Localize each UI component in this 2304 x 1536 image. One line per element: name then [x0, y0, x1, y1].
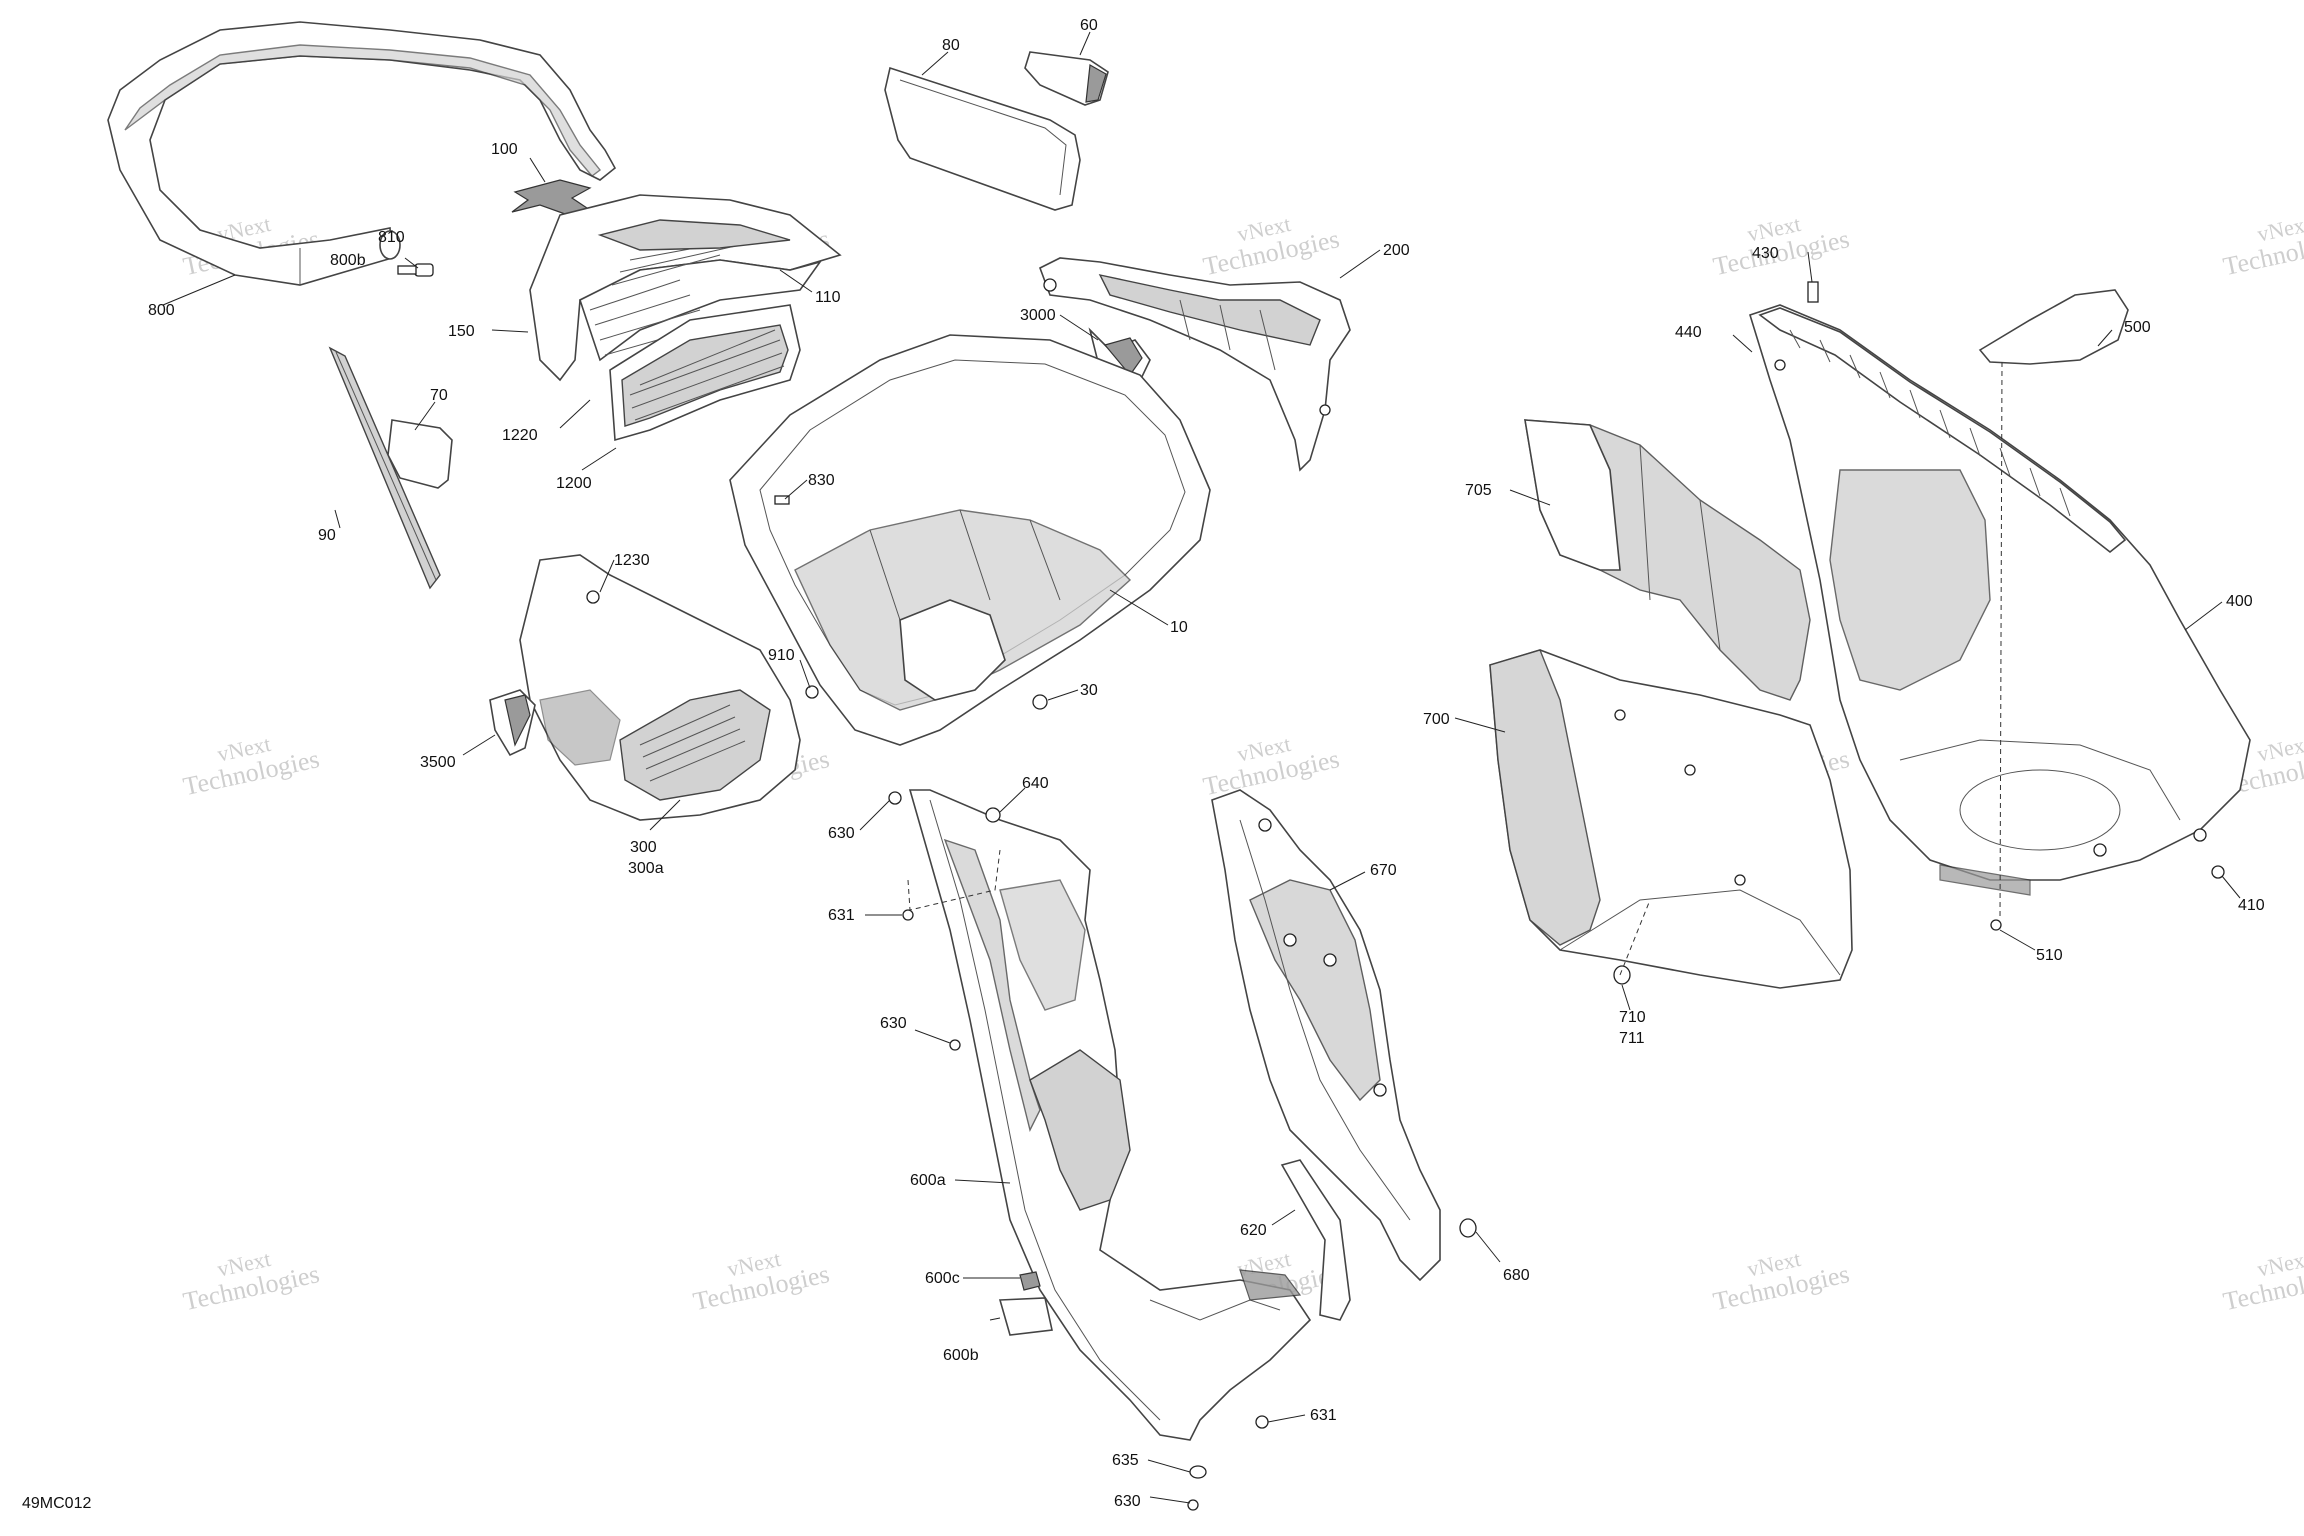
part-640-clip [985, 807, 1001, 823]
callout-631: 631 [1310, 1407, 1337, 1424]
part-60-cover [1024, 51, 1109, 106]
watermark-stamp: vNext Technologies [1201, 211, 1342, 281]
callout-800b: 800b [330, 252, 366, 269]
callout-670: 670 [1370, 862, 1397, 879]
callout-100: 100 [491, 141, 518, 158]
part-510-fastener [1990, 919, 2002, 931]
callout-300a: 300a [628, 860, 664, 877]
callout-400: 400 [2226, 593, 2253, 610]
callout-110: 110 [815, 289, 841, 306]
callout-830: 830 [808, 472, 835, 489]
part-635-washer [1189, 1465, 1207, 1479]
part-630-screw [888, 791, 902, 805]
part-200-dash-bracket [1039, 257, 1351, 472]
part-1200-grille-insert [609, 304, 801, 442]
callout-300: 300 [630, 839, 657, 856]
fastener-set-side-panels [888, 791, 1477, 1511]
part-631-screw [902, 909, 914, 921]
callout-630: 630 [880, 1015, 907, 1032]
alignment-lines [907, 361, 2003, 976]
watermark-stamp: vNext Technologies [181, 1246, 322, 1316]
callout-600a: 600a [910, 1172, 946, 1189]
part-300-lower-fascia [519, 554, 819, 821]
callout-10: 10 [1170, 619, 1188, 636]
callout-631: 631 [828, 907, 855, 924]
callout-705: 705 [1465, 482, 1492, 499]
part-600a-left-side-panel [908, 789, 1312, 1441]
part-500-cover-plate [1978, 289, 2129, 365]
callout-700: 700 [1423, 711, 1450, 728]
callout-600b: 600b [943, 1347, 979, 1364]
callout-1200: 1200 [556, 475, 592, 492]
callout-711: 711 [1619, 1030, 1645, 1047]
callout-630: 630 [1114, 1493, 1141, 1510]
callout-620: 620 [1240, 1222, 1267, 1239]
part-710-clip [1613, 965, 1631, 985]
callout-810: 810 [378, 229, 405, 246]
part-705-panel [1524, 419, 1811, 701]
watermark-stamp: vNext Technologies [1201, 731, 1342, 801]
watermark-stamp: vNext Technologies [1711, 211, 1852, 281]
callout-600c: 600c [925, 1270, 960, 1287]
callout-200: 200 [1383, 242, 1410, 259]
part-30-fastener [1032, 694, 1048, 710]
watermark-stamp: vNext Technologies [1711, 1246, 1852, 1316]
callout-70: 70 [430, 387, 448, 404]
part-600b-cover [998, 1297, 1053, 1336]
diagram-code: 49MC012 [22, 1495, 91, 1512]
callout-150: 150 [448, 323, 475, 340]
part-10-storage-bin [729, 334, 1211, 746]
callout-30: 30 [1080, 682, 1098, 699]
part-910-fastener [805, 685, 819, 699]
callout-500: 500 [2124, 319, 2151, 336]
callout-440: 440 [1675, 324, 1702, 341]
part-631-screw [1255, 1415, 1269, 1429]
part-410-fastener [2211, 865, 2225, 879]
leader-lines [162, 31, 2241, 1504]
callout-680: 680 [1503, 1267, 1530, 1284]
callout-800: 800 [148, 302, 175, 319]
callout-80: 80 [942, 37, 960, 54]
callout-910: 910 [768, 647, 795, 664]
part-440-fastener [1774, 359, 1786, 371]
part-620-strip [1280, 1159, 1351, 1321]
callout-60: 60 [1080, 17, 1098, 34]
callout-430: 430 [1752, 245, 1779, 262]
callout-1230: 1230 [614, 552, 650, 569]
callout-640: 640 [1022, 775, 1049, 792]
part-600c-clip [1019, 1271, 1041, 1291]
part-100-x-emblem [511, 179, 592, 215]
callout-630: 630 [828, 825, 855, 842]
part-3500-bracket [489, 689, 536, 757]
callout-labels: 100 80 60 810 800b 800 110 150 200 3000 … [148, 17, 2265, 1510]
part-630-screw [1187, 1499, 1199, 1511]
part-830-screw [774, 495, 790, 505]
callout-710: 710 [1619, 1009, 1646, 1026]
part-680-clip [1459, 1218, 1477, 1238]
watermark-stamp: vNext Technologies [2221, 1246, 2304, 1316]
callout-635: 635 [1112, 1452, 1139, 1469]
part-800-grab-rail [107, 21, 617, 286]
callout-3000: 3000 [1020, 307, 1056, 324]
callout-1220: 1220 [502, 427, 538, 444]
part-430-pin [1807, 281, 1819, 303]
callout-410: 410 [2238, 897, 2265, 914]
part-80-panel [884, 66, 1081, 211]
callout-510: 510 [2036, 947, 2063, 964]
rail-end-cap [379, 230, 401, 260]
watermark-stamp: vNext Technologies [2221, 211, 2304, 281]
callout-3500: 3500 [420, 754, 456, 771]
part-630-screw [949, 1039, 961, 1051]
part-810-screw [397, 263, 434, 277]
part-1230-fastener [586, 590, 600, 604]
part-700-panel [1489, 649, 1853, 989]
part-90-strip [328, 346, 441, 590]
watermark-stamp: vNext Technologies [181, 731, 322, 801]
callout-90: 90 [318, 527, 336, 544]
part-150-grille-housing [529, 194, 842, 382]
watermark-stamp: vNext Technologies [691, 1246, 832, 1316]
part-400-rear-tub [1749, 304, 2251, 931]
part-670-right-side-panel [1211, 789, 1441, 1282]
